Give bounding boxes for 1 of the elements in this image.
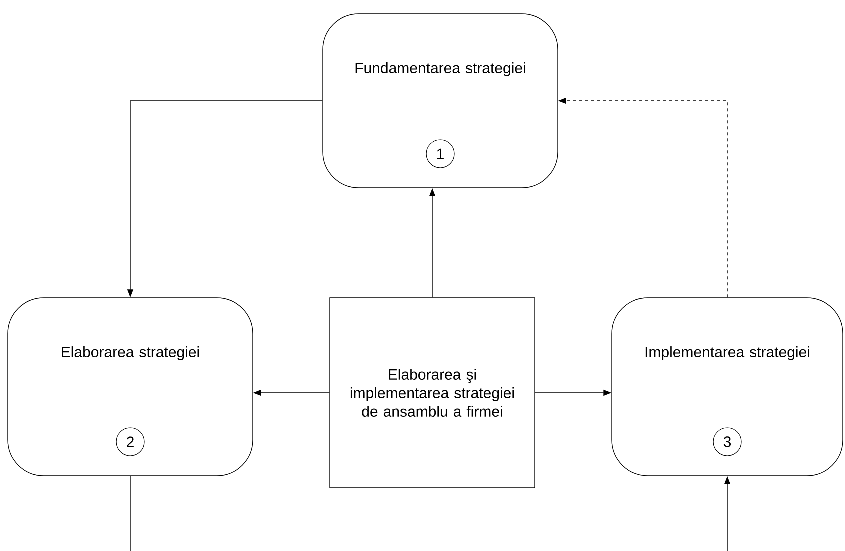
process-box: Elaborarea şi implementarea strategiei de ansamblu a firmei (330, 298, 536, 488)
